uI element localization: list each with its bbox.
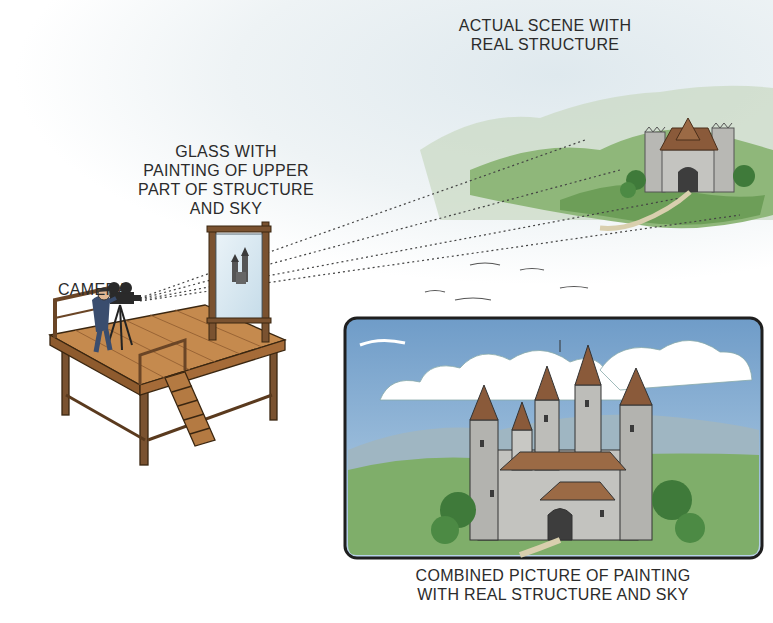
camera-label: CAMERA — [58, 280, 148, 299]
sketch-marks — [425, 263, 588, 300]
actual-scene — [420, 86, 773, 229]
sky-haze — [0, 0, 773, 300]
combined-picture — [345, 318, 762, 558]
glass-label: GLASS WITH PAINTING OF UPPER PART OF STR… — [135, 142, 317, 218]
scene-label: ACTUAL SCENE WITH REAL STRUCTURE — [445, 16, 645, 54]
glass-frame — [207, 222, 271, 342]
picture-caption: COMBINED PICTURE OF PAINTING WITH REAL S… — [393, 566, 713, 604]
